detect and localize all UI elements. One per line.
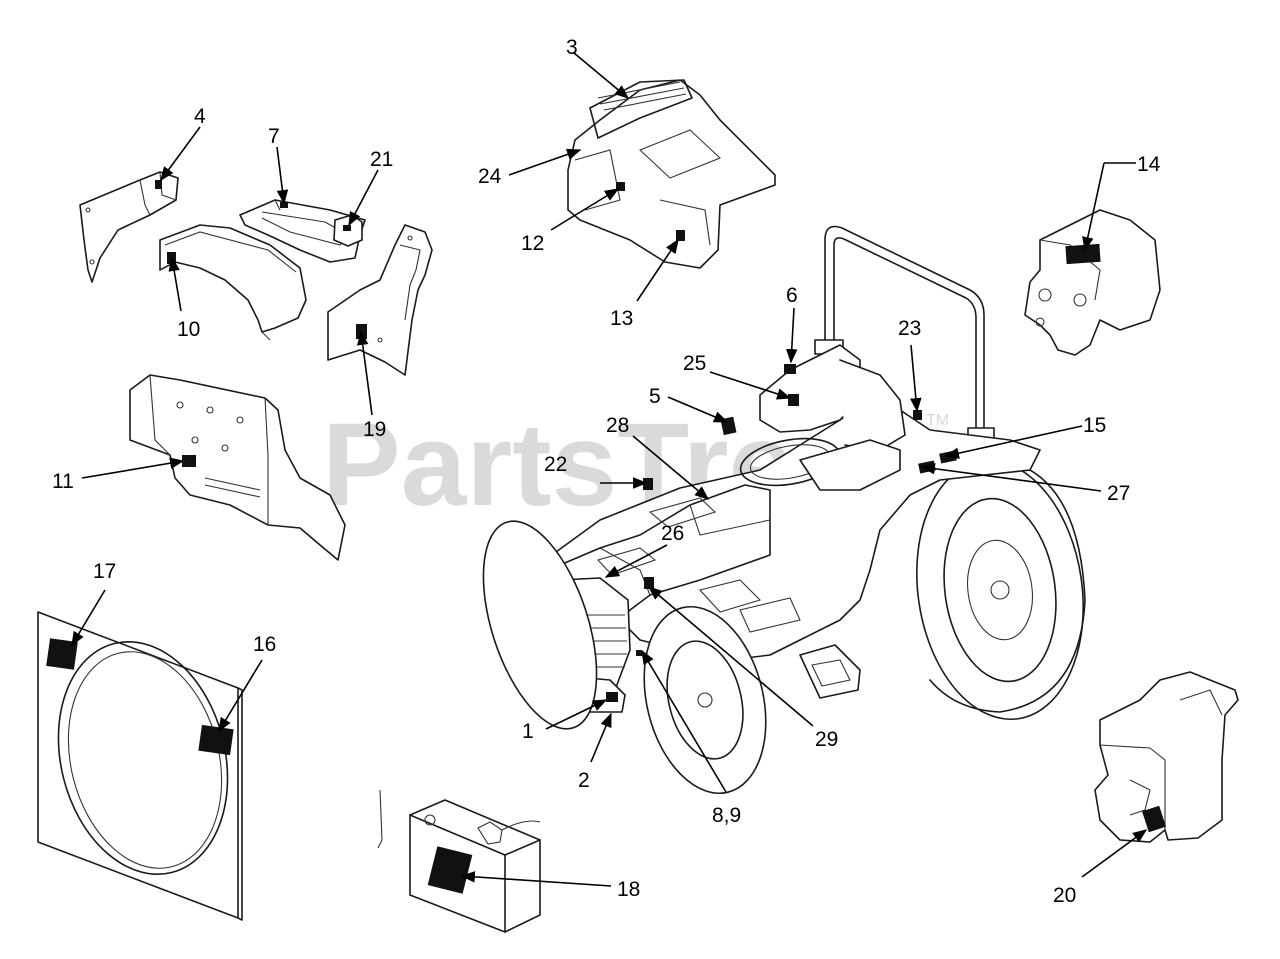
part-rear-panel: [129, 374, 346, 561]
callout-19: 19: [363, 418, 386, 441]
part-fender-bracket-left: [79, 171, 179, 283]
callout-6: 6: [786, 284, 798, 307]
callout-24: 24: [478, 165, 502, 188]
callout-3: 3: [566, 36, 578, 59]
callout-15: 15: [1083, 414, 1106, 437]
callout-4: 4: [194, 105, 206, 128]
callout-25: 25: [683, 352, 706, 375]
part-pump-housing: [1094, 671, 1239, 843]
callout-5: 5: [649, 385, 661, 408]
callout-17: 17: [93, 560, 116, 583]
callout-labels: 4 7 21 10 19 11 3 24 12 13 14 6 25 5 23 …: [52, 36, 1161, 907]
part-seat-housing: [567, 79, 776, 269]
callout-26: 26: [661, 522, 684, 545]
callout-21: 21: [370, 148, 393, 171]
callout-1: 1: [522, 720, 534, 743]
callout-13: 13: [610, 307, 633, 330]
part-small-bracket: [333, 214, 363, 247]
callout-28: 28: [606, 414, 629, 437]
leader-lines: [71, 52, 1148, 887]
part-battery: [377, 789, 541, 933]
callout-18: 18: [617, 878, 640, 901]
callout-23: 23: [898, 317, 921, 340]
callout-14: 14: [1137, 153, 1161, 176]
part-radiator-screen: [37, 611, 243, 921]
callout-20: 20: [1053, 884, 1076, 907]
callout-12: 12: [521, 232, 544, 255]
callout-7: 7: [268, 125, 280, 148]
callout-8-9: 8,9: [712, 804, 741, 827]
callout-29: 29: [815, 728, 838, 751]
callout-16: 16: [253, 633, 276, 656]
callout-11: 11: [52, 470, 74, 493]
part-side-panel: [327, 224, 433, 376]
part-step-plate: [239, 199, 366, 263]
part-tractor: [482, 225, 1086, 795]
part-rear-cover: [1024, 209, 1161, 356]
callout-2: 2: [578, 769, 590, 792]
watermark-trademark: TM: [926, 412, 949, 429]
callout-10: 10: [177, 318, 200, 341]
callout-22: 22: [544, 453, 567, 476]
callout-27: 27: [1107, 482, 1130, 505]
